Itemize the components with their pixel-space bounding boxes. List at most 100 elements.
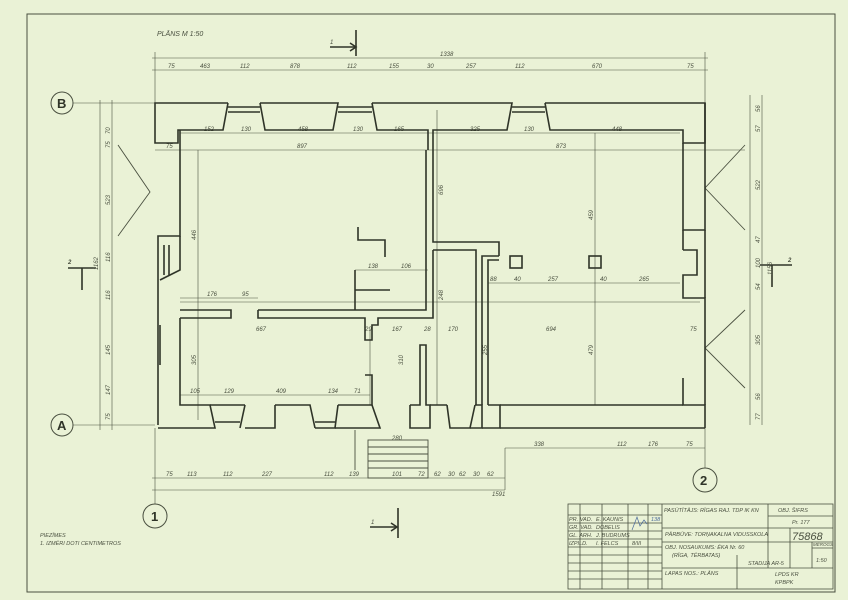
tb-stage: STADIJA AR-5 [748,561,785,567]
tb-scale: 1:50 [816,558,828,564]
svg-text:479: 479 [589,344,595,355]
tb-scale-label: MĒROGS [813,541,833,547]
tb-stamp: 138 [651,517,661,523]
svg-text:95: 95 [242,292,249,298]
svg-text:113: 113 [187,472,197,478]
svg-text:GL. ARH.: GL. ARH. [569,533,592,539]
svg-text:248: 248 [439,289,445,301]
notes-heading: PIEZĪMES [40,532,66,539]
tb-project: PĀRBŪVE: TORŅAKALNA VIDUSSKOLA [665,531,768,538]
svg-text:28: 28 [423,327,431,333]
dim-stairs: 280 [391,436,403,442]
svg-text:409: 409 [276,389,287,395]
svg-text:57: 57 [756,125,762,132]
svg-text:IZPILD.: IZPILD. [569,541,588,547]
svg-text:257: 257 [547,277,559,283]
tb-org-1: LPDS KR [775,572,799,578]
tb-object-2: (RĪGA, TĒRBATAS) [672,552,721,559]
svg-text:170: 170 [448,327,459,333]
svg-text:522: 522 [756,179,762,190]
svg-text:112: 112 [223,472,233,478]
svg-text:75: 75 [168,64,175,70]
svg-text:56: 56 [756,105,762,112]
svg-text:2: 2 [787,258,792,264]
svg-text:112: 112 [515,64,525,70]
notes-line-1: 1. IZMĒRI DOTI CENTIMETROS [40,540,121,547]
dimension-lines [99,52,763,491]
signature [631,515,648,531]
svg-text:29: 29 [364,327,372,333]
walls [154,102,706,429]
svg-text:75: 75 [106,413,112,420]
svg-text:145: 145 [106,344,112,355]
svg-text:310: 310 [399,354,405,365]
svg-text:257: 257 [465,64,477,70]
tb-sheet: LAPAS NOS.: PLĀNS [665,570,719,577]
svg-text:1: 1 [330,40,333,46]
svg-text:147: 147 [106,384,112,395]
svg-text:72: 72 [418,472,425,478]
svg-text:62: 62 [434,472,441,478]
svg-text:75: 75 [166,472,173,478]
tb-object: OBJ. NOSAUKUMS: ĒKA Nr. 60 [665,544,745,551]
svg-text:GR. VAD.: GR. VAD. [569,525,593,531]
svg-text:878: 878 [290,64,301,70]
svg-text:75: 75 [690,327,697,333]
svg-text:139: 139 [349,472,360,478]
svg-text:116: 116 [106,290,112,300]
svg-text:155: 155 [389,64,400,70]
svg-text:101: 101 [392,472,402,478]
svg-text:E. KAUNIS: E. KAUNIS [596,517,624,523]
svg-text:176: 176 [648,442,659,448]
tb-obj-code: Pr. 177 [792,520,810,526]
svg-text:75: 75 [686,442,693,448]
svg-text:105: 105 [190,389,201,395]
svg-text:75: 75 [166,144,173,150]
svg-text:30: 30 [448,472,455,478]
section-marker-1-top: 1 [330,30,358,56]
svg-text:696: 696 [439,184,445,195]
svg-text:1: 1 [151,509,158,524]
tb-drawing-number: 75868 [792,531,823,543]
svg-text:106: 106 [401,264,412,270]
svg-text:70: 70 [106,127,112,134]
svg-text:I. FELCS: I. FELCS [596,541,619,547]
svg-text:167: 167 [392,327,403,333]
svg-text:PR. VAD.: PR. VAD. [569,517,592,523]
svg-text:446: 446 [192,229,198,240]
svg-text:138: 138 [368,264,379,270]
plan-title: PLĀNS M 1:50 [157,30,203,38]
entrance-stairs [354,430,429,479]
svg-text:463: 463 [200,64,211,70]
svg-text:265: 265 [638,277,650,283]
svg-text:71: 71 [354,389,361,395]
svg-text:B: B [57,96,66,111]
svg-text:1: 1 [371,520,374,526]
svg-text:176: 176 [207,292,218,298]
svg-text:40: 40 [600,277,607,283]
svg-text:75: 75 [687,64,694,70]
svg-text:A: A [57,418,67,433]
svg-text:2: 2 [700,473,707,488]
tb-org-2: KPBPK [775,580,794,586]
tb-staff: PR. VAD.E. KAUNIS GR. VAD.DOBELIS GL. AR… [569,517,642,547]
svg-text:30: 30 [473,472,480,478]
svg-text:694: 694 [546,327,557,333]
svg-text:112: 112 [347,64,357,70]
svg-text:100: 100 [756,257,762,268]
svg-text:112: 112 [240,64,250,70]
svg-text:77: 77 [756,413,762,420]
svg-text:667: 667 [256,327,267,333]
svg-text:130: 130 [524,127,535,133]
svg-text:130: 130 [241,127,252,133]
svg-text:305: 305 [192,354,198,365]
svg-text:129: 129 [224,389,235,395]
svg-text:873: 873 [556,144,567,150]
